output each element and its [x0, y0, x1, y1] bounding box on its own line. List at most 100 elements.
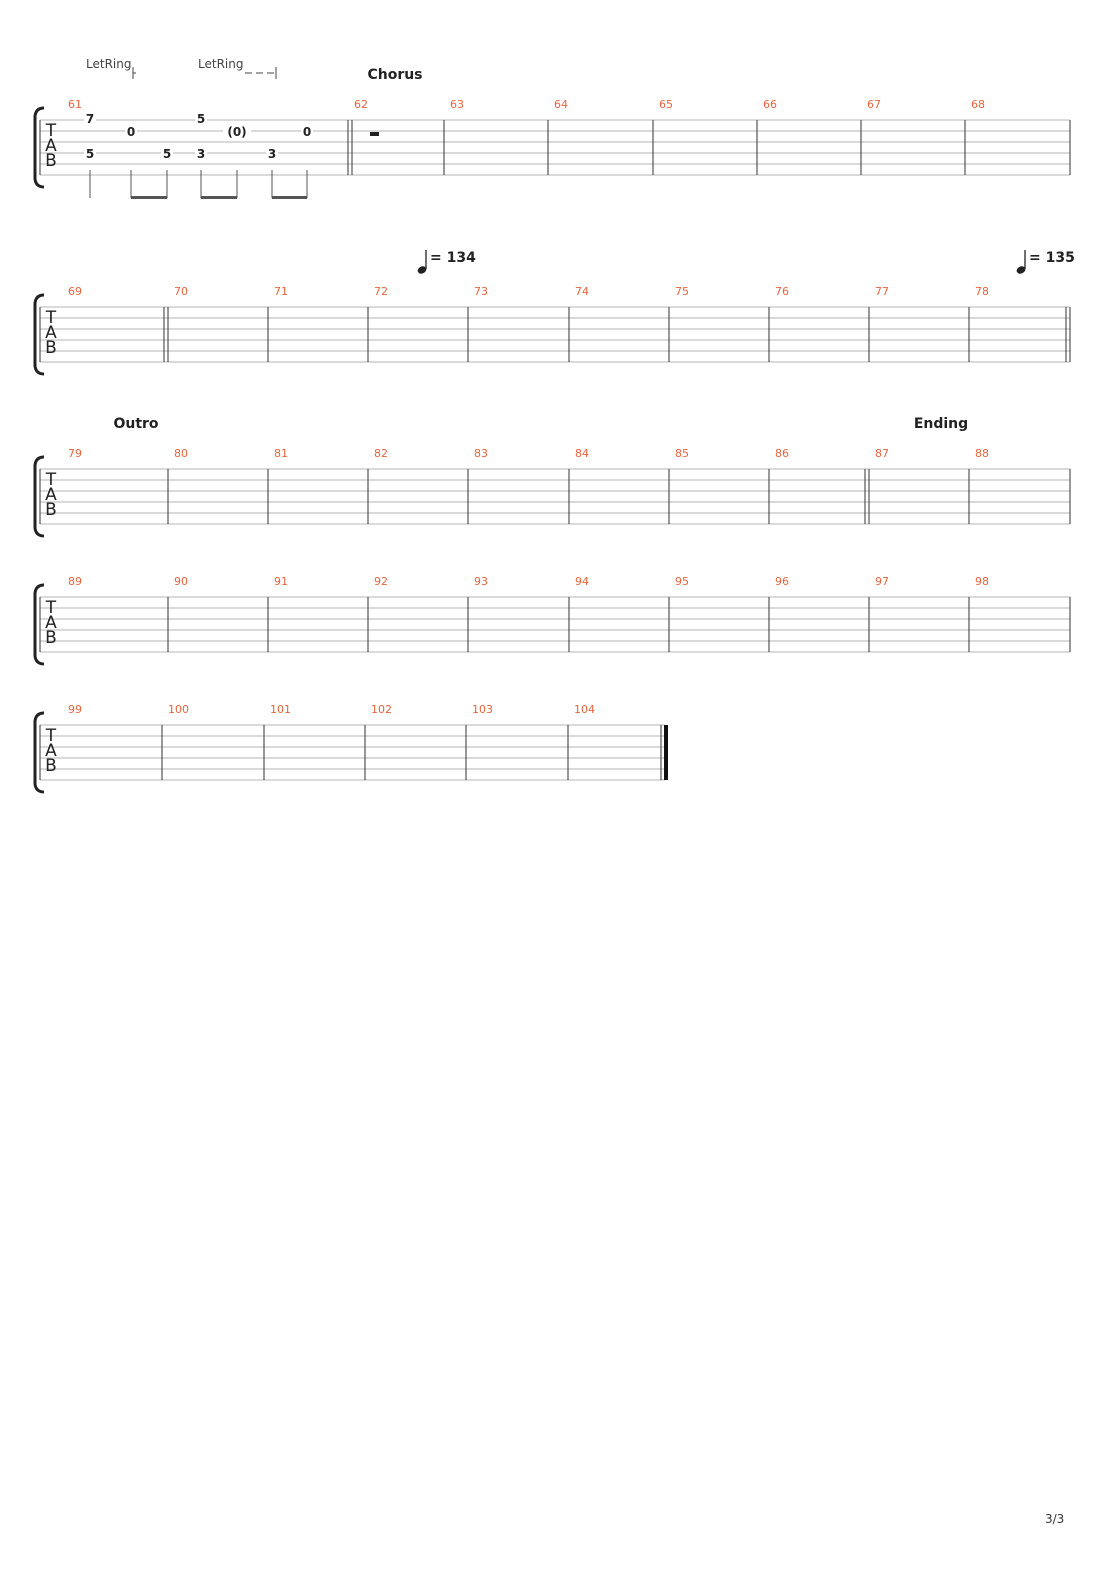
- measure-number: 99: [68, 703, 82, 716]
- fret-note-bg: [301, 126, 313, 138]
- section-label: Outro: [113, 416, 158, 432]
- measure-number: 98: [975, 575, 989, 588]
- measure-number: 95: [675, 575, 689, 588]
- fret-note-bg: [84, 113, 96, 125]
- tempo-marking: = 135: [1029, 250, 1075, 266]
- fret-note-bg: [223, 126, 251, 138]
- measure-number: 89: [68, 575, 82, 588]
- measure-number: 69: [68, 285, 82, 298]
- fret-number: 7: [86, 112, 94, 126]
- measure-number: 76: [775, 285, 789, 298]
- measure-number: 71: [274, 285, 288, 298]
- tab-system: TAB 89 90 91 92 93 94 95 96 97 98: [33, 575, 1071, 666]
- tab-clef-letter: T: [45, 470, 57, 490]
- tab-system: TAB 99 100 101 102 103 104: [33, 703, 668, 794]
- half-rest-icon: [370, 132, 379, 136]
- final-barline-thick: [664, 725, 668, 780]
- fret-number: 3: [268, 147, 276, 161]
- tab-clef-letter: T: [45, 308, 57, 328]
- measure-number: 97: [875, 575, 889, 588]
- tab-clef-letter: A: [45, 323, 57, 343]
- fret-note-bg: [84, 148, 96, 160]
- measure-number: 68: [971, 98, 985, 111]
- fret-note-bg: [195, 113, 207, 125]
- tempo-marking: = 134: [430, 250, 476, 266]
- measure-number: 65: [659, 98, 673, 111]
- fret-number: 0: [303, 125, 311, 139]
- let-ring-label: LetRing: [86, 57, 131, 71]
- note-beam: [201, 196, 237, 199]
- tab-clef-letter: A: [45, 485, 57, 505]
- let-ring-line: [132, 67, 136, 79]
- measure-number: 80: [174, 447, 188, 460]
- tab-clef-letter: T: [45, 121, 57, 141]
- quarter-note-icon: [417, 266, 427, 274]
- note-beam: [131, 196, 167, 199]
- let-ring-line: [245, 67, 277, 79]
- let-ring-label: LetRing: [198, 57, 243, 71]
- measure-number: 75: [675, 285, 689, 298]
- measure-number: 92: [374, 575, 388, 588]
- measure-number: 67: [867, 98, 881, 111]
- page-number: 3/3: [1045, 1512, 1065, 1526]
- measure-number: 104: [574, 703, 595, 716]
- fret-note-bg: [161, 148, 173, 160]
- fret-number: 5: [197, 112, 205, 126]
- fret-number: 5: [163, 147, 171, 161]
- measure-number: 63: [450, 98, 464, 111]
- tab-clef-letter: B: [45, 628, 57, 648]
- measure-number: 84: [575, 447, 589, 460]
- system-bracket: [33, 293, 45, 376]
- fret-number: (0): [227, 125, 246, 139]
- measure-number: 79: [68, 447, 82, 460]
- tab-clef-letter: T: [45, 726, 57, 746]
- measure-number: 86: [775, 447, 789, 460]
- measure-number: 70: [174, 285, 188, 298]
- system-bracket: [33, 583, 45, 666]
- section-label: Ending: [914, 416, 968, 432]
- system-bracket: [33, 106, 45, 189]
- tab-clef-letter: B: [45, 151, 57, 171]
- tab-clef-letter: A: [45, 741, 57, 761]
- measure-number: 72: [374, 285, 388, 298]
- tab-clef-letter: B: [45, 338, 57, 358]
- measure-number: 83: [474, 447, 488, 460]
- measure-number: 74: [575, 285, 589, 298]
- measure-number: 66: [763, 98, 777, 111]
- measure-number: 88: [975, 447, 989, 460]
- tab-clef-letter: A: [45, 136, 57, 156]
- fret-number: 0: [127, 125, 135, 139]
- quarter-note-icon: [1016, 266, 1026, 274]
- measure-number: 73: [474, 285, 488, 298]
- measure-number: 96: [775, 575, 789, 588]
- measure-number: 101: [270, 703, 291, 716]
- measure-number: 94: [575, 575, 589, 588]
- measure-number: 87: [875, 447, 889, 460]
- fret-number: 5: [86, 147, 94, 161]
- tab-clef-letter: A: [45, 613, 57, 633]
- measure-number: 100: [168, 703, 189, 716]
- measure-number: 82: [374, 447, 388, 460]
- measure-number: 93: [474, 575, 488, 588]
- measure-number: 90: [174, 575, 188, 588]
- fret-note-bg: [266, 148, 278, 160]
- measure-number: 81: [274, 447, 288, 460]
- tab-clef-letter: T: [45, 598, 57, 618]
- tab-clef-letter: B: [45, 756, 57, 776]
- fret-note-bg: [125, 126, 137, 138]
- tab-system: TAB 69 70 71 72 73 74 75 76 77 78 = 134 = 135: [33, 250, 1075, 376]
- measure-number: 103: [472, 703, 493, 716]
- measure-number: 85: [675, 447, 689, 460]
- measure-number: 102: [371, 703, 392, 716]
- fret-number: 3: [197, 147, 205, 161]
- note-beam: [272, 196, 307, 199]
- measure-number: 78: [975, 285, 989, 298]
- fret-note-bg: [195, 148, 207, 160]
- tab-clef-letter: B: [45, 500, 57, 520]
- system-bracket: [33, 711, 45, 794]
- measure-number: 77: [875, 285, 889, 298]
- section-label: Chorus: [367, 67, 422, 83]
- measure-number: 91: [274, 575, 288, 588]
